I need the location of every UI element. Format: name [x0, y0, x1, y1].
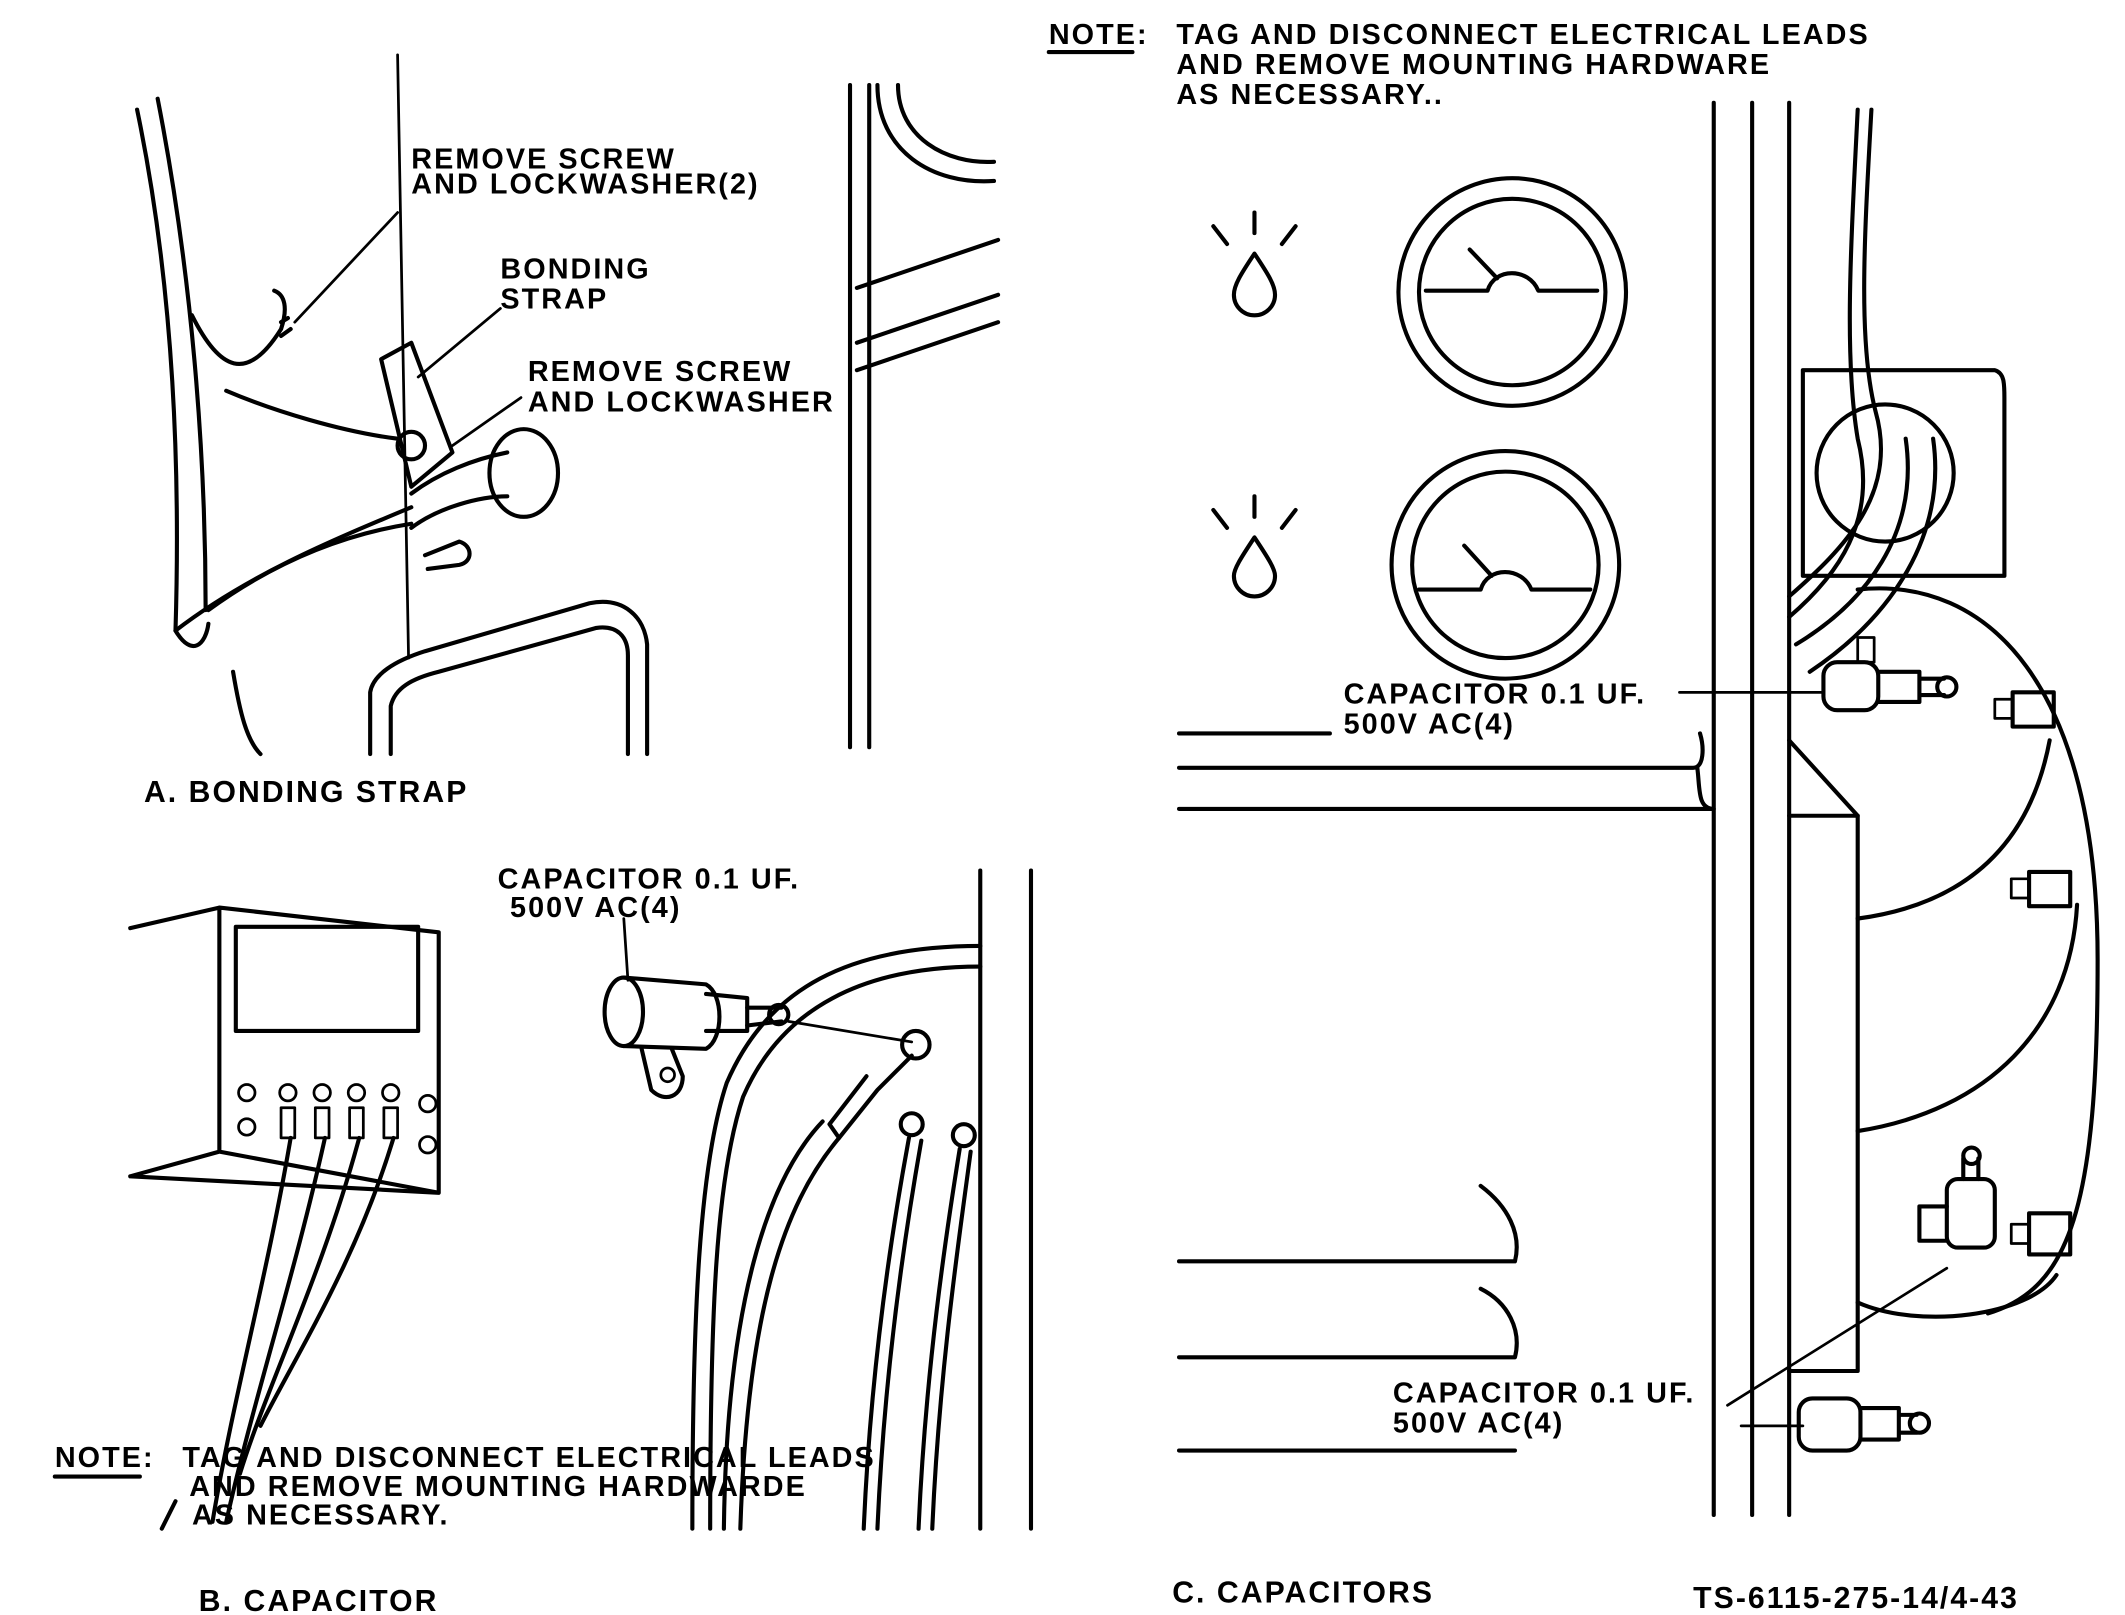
note-line: AND REMOVE MOUNTING HARDWARDE — [189, 1471, 807, 1503]
panel-c-capacitors-drawing — [1177, 100, 2100, 1518]
gauge-icon — [1389, 449, 1622, 681]
note-line: TAG AND DISCONNECT ELECTRICAL LEADS — [182, 1442, 875, 1474]
gauge-icon — [1396, 176, 1629, 408]
top-note: NOTE: TAG AND DISCONNECT ELECTRICAL LEAD… — [1046, 19, 1869, 111]
capacitor-icon — [1821, 636, 1959, 713]
callout-lockwasher-2: AND LOCKWASHER(2) — [411, 168, 759, 200]
callout-lockwasher: AND LOCKWASHER — [528, 386, 835, 418]
capacitor-icon — [1917, 1145, 1997, 1250]
callout-bonding: BONDING — [500, 253, 650, 285]
panel-a-labels: REMOVE SCREW AND LOCKWASHER(2) BONDING S… — [144, 144, 835, 809]
capacitor-rating: 500V AC(4) — [510, 892, 681, 924]
panel-c-caption: C. CAPACITORS — [1172, 1577, 1434, 1610]
note-line: AND REMOVE MOUNTING HARDWARE — [1176, 49, 1771, 81]
panel-b-capacitor-drawing — [128, 868, 1034, 1531]
indicator-light-icon — [1211, 494, 1298, 599]
panel-c-labels: CAPACITOR 0.1 UF. 500V AC(4) CAPACITOR 0… — [1172, 678, 2019, 1615]
capacitor-callout: CAPACITOR 0.1 UF. — [1344, 678, 1647, 710]
callout-remove-screw: REMOVE SCREW — [411, 144, 676, 176]
note-line: TAG AND DISCONNECT ELECTRICAL LEADS — [1176, 19, 1869, 51]
note-line: AS NECESSARY.. — [1176, 79, 1444, 111]
capacitor-callout: CAPACITOR 0.1 UF. — [1393, 1378, 1696, 1410]
panel-a-bonding-strap-drawing — [135, 53, 1001, 757]
capacitor-icon — [1796, 1396, 1932, 1453]
panel-a-caption: A. BONDING STRAP — [144, 776, 468, 809]
panel-b-labels: CAPACITOR 0.1 UF. 500V AC(4) NOTE: TAG A… — [52, 863, 875, 1615]
capacitor-rating: 500V AC(4) — [1393, 1408, 1564, 1440]
callout-strap: STRAP — [500, 283, 608, 315]
note-line: AS NECESSARY. — [192, 1500, 450, 1532]
note-label: NOTE: — [1049, 19, 1149, 51]
terminal-icon — [1993, 690, 2073, 1257]
panel-b-caption: B. CAPACITOR — [199, 1585, 439, 1615]
figure-id: TS-6115-275-14/4-43 — [1693, 1582, 2019, 1615]
indicator-light-icon — [1211, 210, 1298, 318]
capacitor-callout: CAPACITOR 0.1 UF. — [498, 863, 801, 895]
capacitor-rating: 500V AC(4) — [1344, 708, 1515, 740]
note-label: NOTE: — [55, 1442, 155, 1474]
callout-remove-screw-2: REMOVE SCREW — [528, 356, 793, 388]
